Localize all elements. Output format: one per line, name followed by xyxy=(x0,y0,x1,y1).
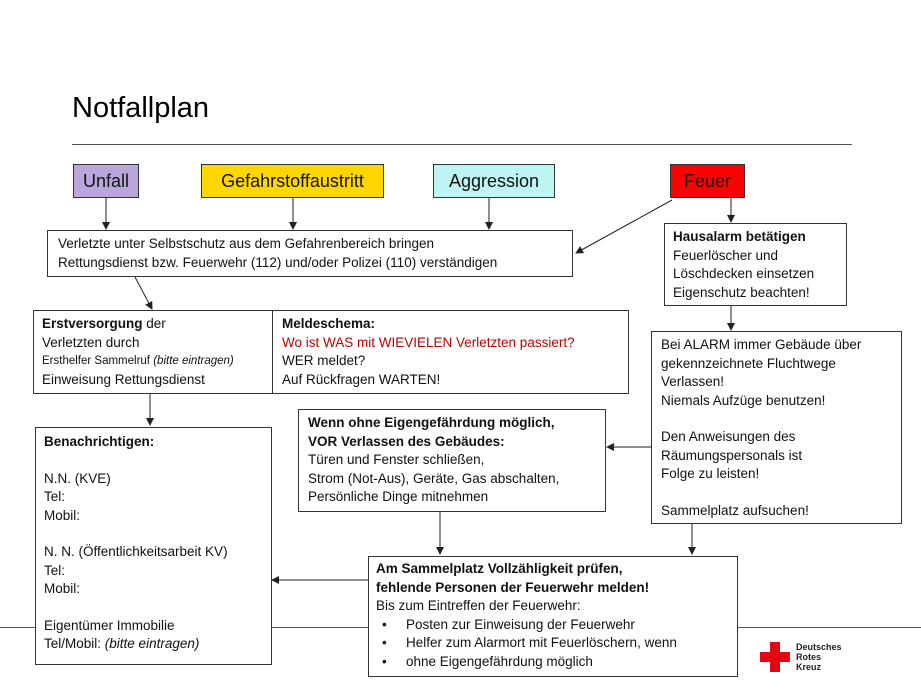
alarm-line-3: Verlassen! xyxy=(661,374,725,389)
benachrichtigen-line-7: Mobil: xyxy=(44,581,81,596)
benachrichtigen-heading: Benachrichtigen: xyxy=(44,434,155,449)
box-verletzte-bergen: Verletzte unter Selbstschutz aus dem Gef… xyxy=(47,230,573,277)
page-title: Notfallplan xyxy=(72,92,210,124)
verletzte-line-1: Verletzte unter Selbstschutz aus dem Gef… xyxy=(58,236,434,251)
ohne-line-2: VOR Verlassen des Gebäudes: xyxy=(308,433,505,449)
category-feuer: Feuer xyxy=(670,164,745,198)
category-aggression: Aggression xyxy=(433,164,555,198)
ohne-line-4: Strom (Not-Aus), Geräte, Gas abschalten, xyxy=(308,470,560,486)
red-cross-icon xyxy=(760,642,790,672)
box-alarm: Bei ALARM immer Gebäude über gekennzeich… xyxy=(651,331,902,524)
alarm-line-7: Folge zu leisten! xyxy=(661,466,760,481)
box-ohne-eigengefaehrdung: Wenn ohne Eigengefährdung möglich, VOR V… xyxy=(298,409,606,512)
drk-logo-text: Deutsches Rotes Kreuz xyxy=(796,642,842,672)
meldeschema-line-4: Auf Rückfragen WARTEN! xyxy=(282,371,441,387)
arrow-feuer-to-verletzte xyxy=(575,199,673,254)
ohne-line-5: Persönliche Dinge mitnehmen xyxy=(308,489,489,504)
benachrichtigen-line-5: N. N. (Öffentlichkeitsarbeit KV) xyxy=(44,544,228,559)
sammelplatz-bullets: Posten zur Einweisung der Feuerwehr Helf… xyxy=(376,616,737,672)
box-sammelplatz: Am Sammelplatz Vollzähligkeit prüfen, fe… xyxy=(368,556,738,677)
hausalarm-line-2: Feuerlöscher und xyxy=(673,247,779,263)
erstversorgung-line-1: Erstversorgung der xyxy=(42,315,276,334)
sammelplatz-line-1: Am Sammelplatz Vollzähligkeit prüfen, xyxy=(376,561,623,576)
erstversorgung-line-3: Ersthelfer Sammelruf (bitte eintragen) xyxy=(42,352,276,371)
sammelplatz-bullet-2-cont: ohne Eigengefährdung möglich xyxy=(376,653,737,672)
arrow-verletzte-to-erstversorgung xyxy=(134,276,153,310)
box-benachrichtigen: Benachrichtigen: N.N. (KVE) Tel: Mobil: … xyxy=(35,427,272,665)
title-divider xyxy=(72,144,852,145)
benachrichtigen-line-4: Mobil: xyxy=(44,507,81,523)
alarm-line-4: Niemals Aufzüge benutzen! xyxy=(661,392,826,408)
drk-logo-line-1: Deutsches xyxy=(796,642,842,652)
verletzte-line-2: Rettungsdienst bzw. Feuerwehr (112) und/… xyxy=(58,254,498,270)
erstversorgung-heading: Erstversorgung xyxy=(42,316,143,331)
sammelplatz-line-2: fehlende Personen der Feuerwehr melden! xyxy=(376,579,650,595)
erstversorgung-line-2: Verletzten durch xyxy=(42,334,140,350)
erstversorgung-line-4: Einweisung Rettungsdienst xyxy=(42,371,205,387)
benachrichtigen-line-9: Tel/Mobil: (bitte eintragen) xyxy=(44,635,271,654)
alarm-line-6: Räumungspersonals ist xyxy=(661,447,803,463)
category-gefahrstoff-label: Gefahrstoffaustritt xyxy=(221,170,364,191)
drk-logo-line-2: Rotes xyxy=(796,652,822,662)
benachrichtigen-telmobil: Tel/Mobil: xyxy=(44,636,102,651)
benachrichtigen-spacer-2 xyxy=(44,525,271,543)
alarm-line-5: Den Anweisungen des xyxy=(661,429,796,444)
benachrichtigen-spacer-3 xyxy=(44,599,271,617)
ohne-line-1: Wenn ohne Eigengefährdung möglich, xyxy=(308,415,555,430)
benachrichtigen-spacer-1 xyxy=(44,452,271,470)
ohne-line-3: Türen und Fenster schließen, xyxy=(308,452,485,467)
alarm-line-1: Bei ALARM immer Gebäude über xyxy=(661,337,862,352)
benachrichtigen-line-6: Tel: xyxy=(44,562,66,578)
box-meldeschema: Meldeschema: Wo ist WAS mit WIEVIELEN Ve… xyxy=(272,310,629,394)
benachrichtigen-line-8: Eigentümer Immobilie xyxy=(44,617,175,633)
benachrichtigen-hint: (bitte eintragen) xyxy=(104,636,200,651)
sammelplatz-bullet-1: Posten zur Einweisung der Feuerwehr xyxy=(376,616,737,635)
benachrichtigen-line-3: Tel: xyxy=(44,489,66,504)
alarm-line-2: gekennzeichnete Fluchtwege xyxy=(661,355,836,371)
ersthelfer-hint: (bitte eintragen) xyxy=(153,355,234,367)
hausalarm-line-4: Eigenschutz beachten! xyxy=(673,284,810,300)
category-gefahrstoffaustritt: Gefahrstoffaustritt xyxy=(201,164,384,198)
category-unfall-label: Unfall xyxy=(82,170,130,191)
hausalarm-line-1: Hausalarm betätigen xyxy=(673,229,806,244)
ersthelfer-label: Ersthelfer Sammelruf xyxy=(42,355,151,367)
alarm-spacer-1 xyxy=(661,410,901,428)
drk-logo: Deutsches Rotes Kreuz xyxy=(760,640,860,676)
erstversorgung-heading-rest: der xyxy=(142,316,166,331)
drk-logo-line-3: Kreuz xyxy=(796,662,822,672)
meldeschema-line-2: Wo ist WAS mit WIEVIELEN Verletzten pass… xyxy=(282,334,575,350)
box-hausalarm: Hausalarm betätigen Feuerlöscher und Lös… xyxy=(664,223,847,306)
box-erstversorgung: Erstversorgung der Verletzten durch Erst… xyxy=(33,310,277,394)
benachrichtigen-line-2: N.N. (KVE) xyxy=(44,470,111,486)
meldeschema-heading: Meldeschema: xyxy=(282,316,376,331)
meldeschema-line-3: WER meldet? xyxy=(282,353,366,368)
alarm-line-8: Sammelplatz aufsuchen! xyxy=(661,502,809,518)
category-aggression-label: Aggression xyxy=(448,170,540,191)
category-feuer-label: Feuer xyxy=(683,170,732,191)
alarm-spacer-2 xyxy=(661,484,901,502)
category-unfall: Unfall xyxy=(73,164,139,198)
hausalarm-line-3: Löschdecken einsetzen xyxy=(673,266,815,281)
sammelplatz-bullet-2: Helfer zum Alarmort mit Feuerlöschern, w… xyxy=(376,634,737,653)
sammelplatz-line-3: Bis zum Eintreffen der Feuerwehr: xyxy=(376,598,581,613)
